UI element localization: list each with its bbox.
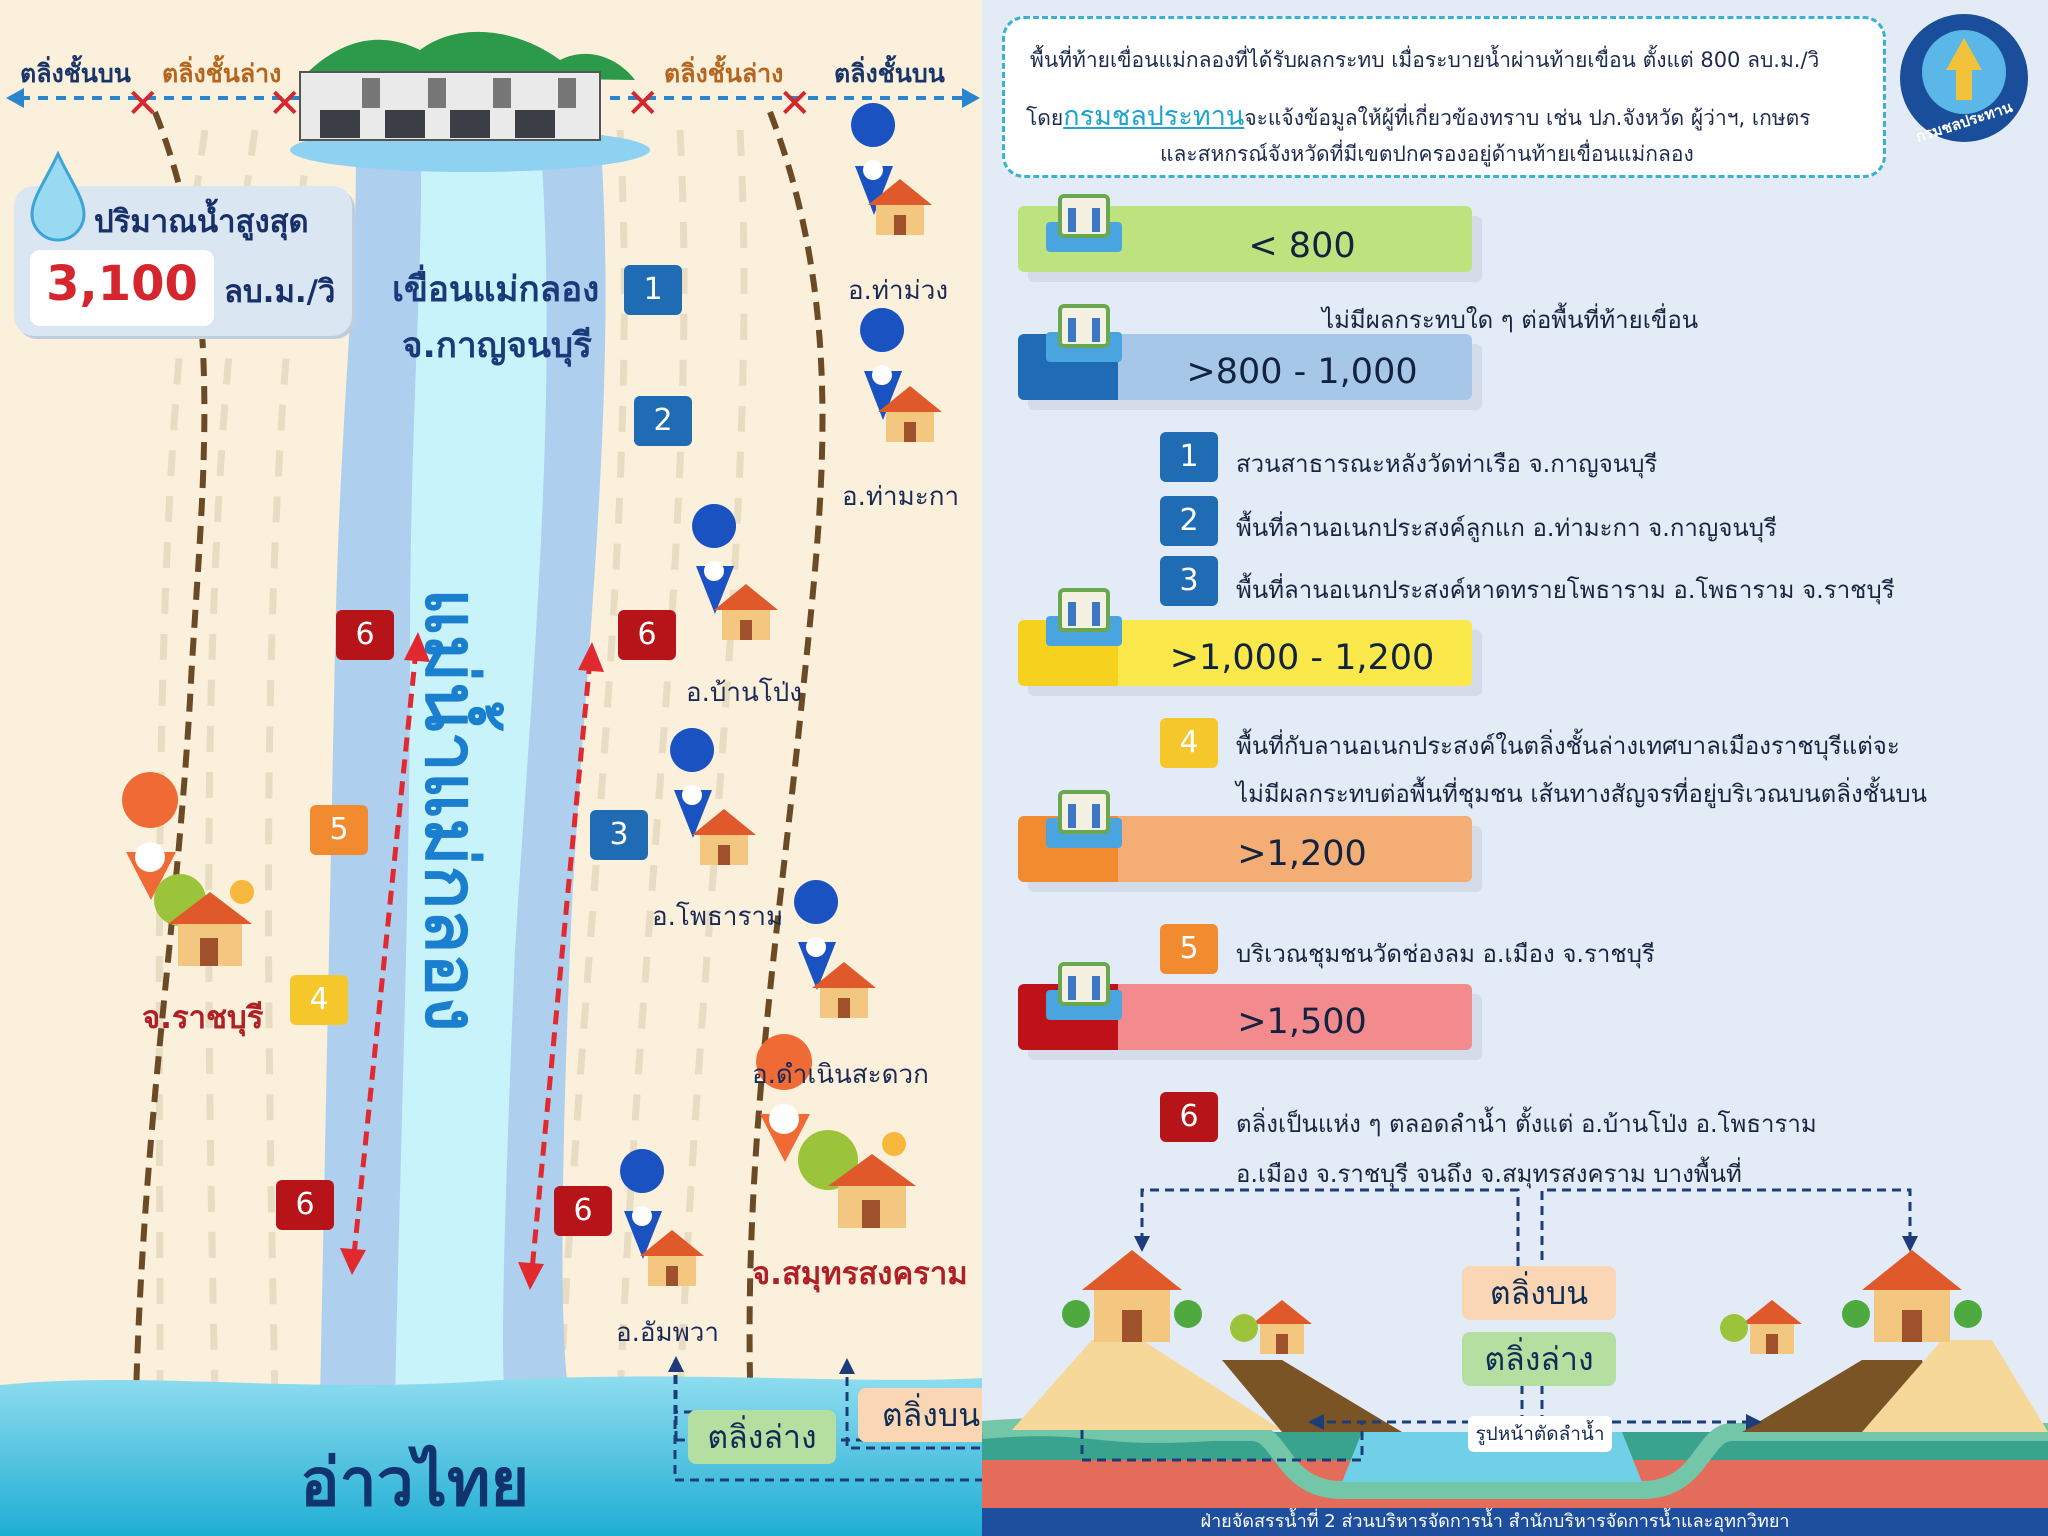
bank-label-lower-right: ตลิ่งชั้นล่าง bbox=[664, 59, 784, 88]
notice-line-1: พื้นที่ท้ายเขื่อนแม่กลองที่ได้รับผลกระทบ… bbox=[1030, 48, 1820, 72]
marker-6: 6 bbox=[618, 610, 676, 660]
province-samut-songkhram: จ.สมุทรสงคราม bbox=[752, 1256, 968, 1292]
item-number-5: 5 bbox=[1160, 924, 1218, 974]
item-text-4b: ไม่มีผลกระทบต่อพื้นที่ชุมชน เส้นทางสัญจร… bbox=[1236, 780, 1928, 808]
cross-section-label: รูปหน้าตัดลำน้ำ bbox=[1468, 1416, 1612, 1452]
dam-province: จ.กาญจนบุรี bbox=[402, 326, 592, 366]
bank-label-upper-left: ตลิ่งชั้นบน bbox=[20, 59, 131, 88]
item-number-2: 2 bbox=[1160, 496, 1218, 546]
level-label-1: < 800 bbox=[1248, 226, 1356, 266]
place-amphawa: อ.อัมพวา bbox=[616, 1318, 719, 1348]
bank-label-upper-right: ตลิ่งชั้นบน bbox=[834, 59, 945, 88]
item-text-2: พื้นที่ลานอเนกประสงค์ลูกแก อ.ท่ามะกา จ.ก… bbox=[1236, 514, 1777, 542]
max-flow-unit: ลบ.ม./วิ bbox=[224, 274, 336, 310]
x-mark-icon: ✕ bbox=[126, 81, 160, 127]
place-tha-muang: อ.ท่าม่วง bbox=[848, 276, 949, 306]
notice-department-link[interactable]: กรมชลประทาน bbox=[1063, 101, 1245, 132]
dam-gate-icon bbox=[1040, 956, 1128, 1032]
marker-3: 3 bbox=[590, 810, 648, 860]
item-number-6: 6 bbox=[1160, 1092, 1218, 1142]
river-inner bbox=[395, 135, 547, 1400]
river-name-text: แม่น้ำแม่กลอง bbox=[409, 588, 494, 1032]
place-tha-maka: อ.ท่ามะกา bbox=[842, 482, 960, 512]
item-text-5: บริเวณชุมชนวัดช่องลม อ.เมือง จ.ราชบุรี bbox=[1236, 940, 1655, 968]
level-label-5: >1,500 bbox=[1237, 1002, 1367, 1042]
dam-gate-icon bbox=[1040, 582, 1128, 658]
notice-box bbox=[1002, 16, 1886, 178]
notice-line-2-suffix: จะแจ้งข้อมูลให้ผู้ที่เกี่ยวข้องทราบ เช่น… bbox=[1244, 106, 1811, 130]
level-label-3: >1,000 - 1,200 bbox=[1169, 638, 1435, 678]
marker-2: 2 bbox=[634, 396, 692, 446]
marker-5: 5 bbox=[310, 805, 368, 855]
gulf-of-thailand: อ่าวไทย bbox=[300, 1444, 530, 1521]
bank-label-lower-left: ตลิ่งชั้นล่าง bbox=[162, 59, 282, 88]
item-text-6: ตลิ่งเป็นแห่ง ๆ ตลอดลำน้ำ ตั้งแต่ อ.บ้าน… bbox=[1236, 1110, 1817, 1138]
province-ratchaburi: จ.ราชบุรี bbox=[142, 1000, 264, 1036]
marker-4: 4 bbox=[290, 975, 348, 1025]
marker-1: 1 bbox=[624, 265, 682, 315]
item-number-1: 1 bbox=[1160, 432, 1218, 482]
marker-6: 6 bbox=[554, 1186, 612, 1236]
logo-emblem-icon bbox=[1902, 16, 2026, 140]
marker-6: 6 bbox=[276, 1180, 334, 1230]
place-photharam: อ.โพธาราม bbox=[652, 902, 784, 932]
dam-gate-icon bbox=[1040, 188, 1128, 264]
dam-gate-icon bbox=[1040, 784, 1128, 860]
marker-6: 6 bbox=[336, 610, 394, 660]
house-icons bbox=[154, 179, 942, 1286]
river-name: แม่น้ำแม่กลอง bbox=[392, 580, 512, 1040]
item-text-6b: อ.เมือง จ.ราชบุรี จนถึง จ.สมุทรสงคราม บา… bbox=[1236, 1160, 1742, 1188]
level-label-2: >800 - 1,000 bbox=[1186, 352, 1418, 392]
item-number-4: 4 bbox=[1160, 718, 1218, 768]
x-mark-icon: ✕ bbox=[626, 81, 660, 127]
department-logo: กรมชลประทาน bbox=[1900, 14, 2028, 146]
tag-upper-bank: ตลิ่งบน bbox=[858, 1388, 982, 1442]
footer-text: ฝ่ายจัดสรรน้ำที่ 2 ส่วนบริหารจัดการน้ำ ส… bbox=[1200, 1511, 1790, 1532]
max-flow-value: 3,100 bbox=[46, 256, 198, 312]
level-label-4: >1,200 bbox=[1237, 834, 1367, 874]
notice-line-2: โดยกรมชลประทานจะแจ้งข้อมูลให้ผู้ที่เกี่ย… bbox=[1026, 94, 1811, 137]
notice-line-3: และสหกรณ์จังหวัดที่มีเขตปกครองอยู่ด้านท้… bbox=[1160, 142, 1694, 166]
water-drop-icon bbox=[30, 150, 86, 242]
item-text-3: พื้นที่ลานอเนกประสงค์หาดทรายโพธาราม อ.โพ… bbox=[1236, 576, 1895, 604]
dam-name: เขื่อนแม่กลอง bbox=[392, 270, 600, 310]
place-damnoen: อ.ดำเนินสะดวก bbox=[752, 1060, 929, 1090]
x-mark-icon: ✕ bbox=[268, 81, 302, 127]
item-number-3: 3 bbox=[1160, 556, 1218, 606]
tag-lower-bank: ตลิ่งล่าง bbox=[688, 1410, 836, 1464]
max-flow-title: ปริมาณน้ำสูงสุด bbox=[94, 204, 309, 240]
dam-gate-icon bbox=[1040, 298, 1128, 374]
tag-upper-bank-section: ตลิ่งบน bbox=[1462, 1266, 1616, 1320]
river-map-panel: ตลิ่งชั้นบน ตลิ่งชั้นล่าง ตลิ่งชั้นล่าง … bbox=[0, 0, 982, 1536]
dam-hills bbox=[305, 31, 635, 80]
right-upper-bank-line bbox=[746, 110, 826, 1441]
no-effect-note: ไม่มีผลกระทบใด ๆ ต่อพื้นที่ท้ายเขื่อน bbox=[1322, 306, 1699, 334]
footer: ฝ่ายจัดสรรน้ำที่ 2 ส่วนบริหารจัดการน้ำ ส… bbox=[982, 1508, 2048, 1536]
notice-line-2-prefix: โดย bbox=[1026, 106, 1064, 130]
item-text-1: สวนสาธารณะหลังวัดท่าเรือ จ.กาญจนบุรี bbox=[1236, 450, 1658, 478]
place-ban-pong: อ.บ้านโป่ง bbox=[686, 678, 802, 708]
tag-lower-bank-section: ตลิ่งล่าง bbox=[1462, 1332, 1616, 1386]
x-mark-icon: ✕ bbox=[778, 81, 812, 127]
item-text-4: พื้นที่กับลานอเนกประสงค์ในตลิ่งชั้นล่างเ… bbox=[1236, 732, 1900, 760]
max-flow-value-box bbox=[30, 250, 214, 326]
